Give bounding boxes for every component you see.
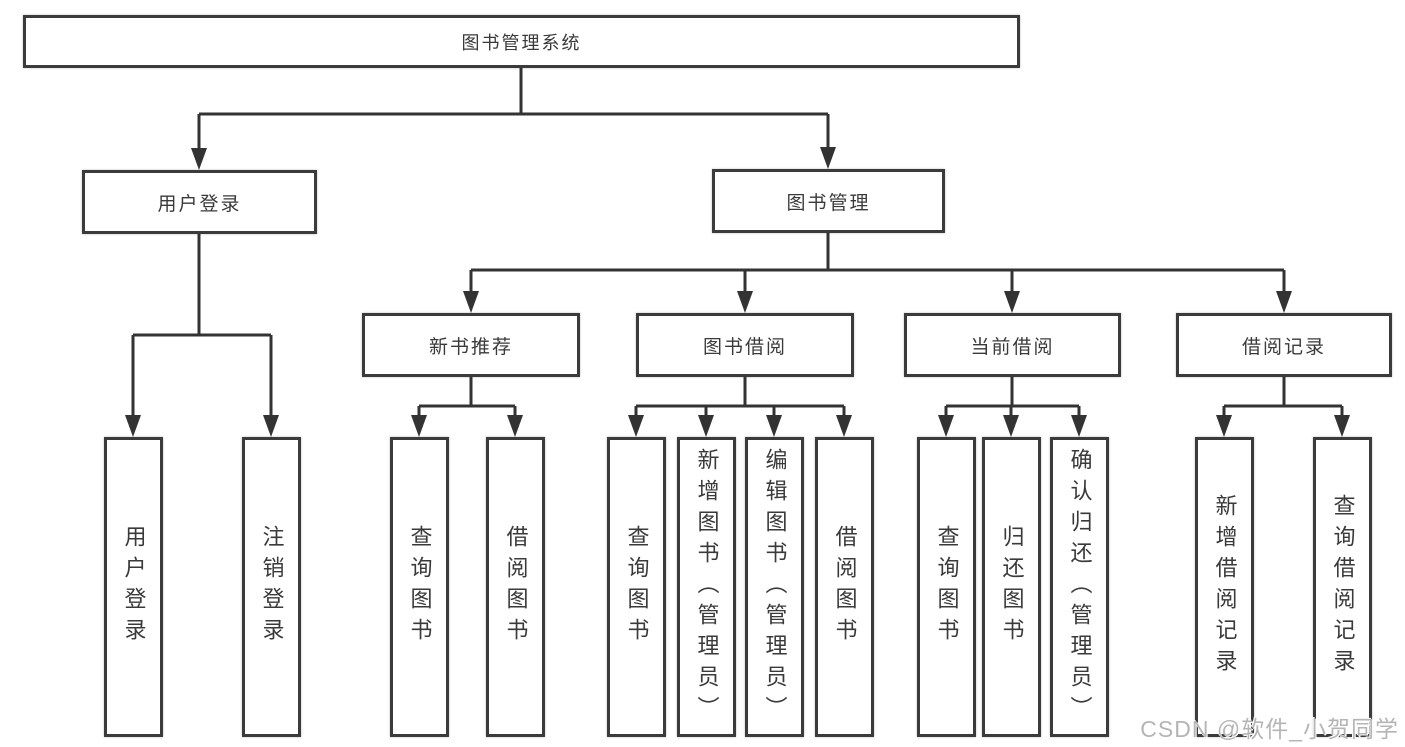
- node-confirm-return-admin: 确认归还（管理员）: [1050, 437, 1109, 737]
- node-query-books: 查询图书: [390, 437, 449, 737]
- node-logout: 注销登录: [242, 437, 301, 737]
- arrowhead: [938, 415, 954, 437]
- node-new-book-recommend: 新书推荐: [362, 313, 580, 377]
- arrowhead: [628, 415, 644, 437]
- arrowhead: [507, 415, 523, 437]
- arrowhead: [191, 148, 207, 170]
- node-query-books: 查询图书: [917, 437, 976, 737]
- arrowhead: [1071, 415, 1087, 437]
- node-library-system: 图书管理系统: [23, 15, 1020, 68]
- arrowhead: [1004, 291, 1020, 313]
- node-add-book-admin: 新增图书（管理员）: [677, 437, 736, 737]
- node-borrow-books: 借阅图书: [486, 437, 545, 737]
- arrowhead: [463, 291, 479, 313]
- node-book-management-module: 图书管理: [712, 169, 945, 233]
- node-book-borrow: 图书借阅: [636, 313, 854, 377]
- arrowhead: [820, 147, 836, 169]
- arrowhead: [1276, 291, 1292, 313]
- node-add-borrow-record: 新增借阅记录: [1195, 437, 1254, 737]
- arrowhead: [766, 415, 782, 437]
- arrowhead: [1216, 415, 1232, 437]
- node-user-login-module: 用户登录: [82, 170, 317, 234]
- arrowhead: [836, 415, 852, 437]
- node-return-books: 归还图书: [982, 437, 1041, 737]
- arrowhead: [1003, 415, 1019, 437]
- arrowhead: [698, 415, 714, 437]
- arrowhead: [263, 415, 279, 437]
- arrowhead: [737, 291, 753, 313]
- arrowhead: [1334, 415, 1350, 437]
- node-current-borrow: 当前借阅: [904, 313, 1121, 377]
- arrowhead: [411, 415, 427, 437]
- node-query-borrow-record: 查询借阅记录: [1313, 437, 1372, 737]
- node-user-login: 用户登录: [104, 437, 163, 737]
- node-edit-book-admin: 编辑图书（管理员）: [745, 437, 804, 737]
- arrowhead: [125, 415, 141, 437]
- csdn-watermark: CSDN @软件_小贺同学: [1140, 716, 1399, 742]
- node-query-books: 查询图书: [607, 437, 666, 737]
- node-borrow-record: 借阅记录: [1176, 313, 1392, 377]
- node-borrow-books: 借阅图书: [815, 437, 874, 737]
